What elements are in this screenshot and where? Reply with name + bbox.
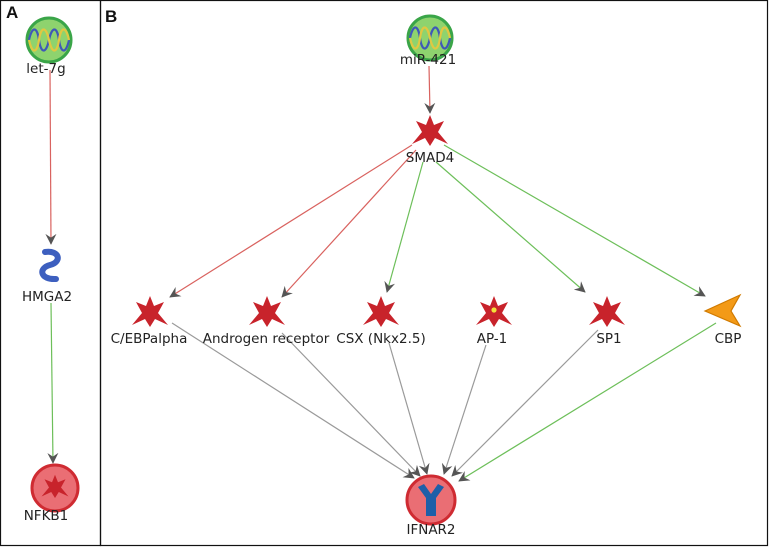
panel-b-label: B [105, 7, 117, 26]
node-nfkb1[interactable]: NFKB1 [24, 463, 80, 524]
edge-smad4-sp1 [435, 161, 586, 293]
node-label: IFNAR2 [406, 522, 455, 538]
panel-b-frame [99, 0, 769, 547]
node-label: let-7g [26, 61, 65, 77]
node-label: HMGA2 [22, 289, 72, 305]
node-let7g[interactable]: let-7g [25, 16, 73, 77]
node-label: C/EBPalpha [111, 331, 188, 347]
node-smad4[interactable]: SMAD4 [406, 115, 454, 166]
transcription-factor-icon [132, 296, 168, 327]
node-label: AP-1 [477, 331, 508, 347]
node-ap1[interactable]: AP-1 [476, 296, 512, 347]
node-cbp[interactable]: CBP [703, 293, 742, 347]
edge-let7g-hmga2 [45, 69, 57, 245]
node-mir421[interactable]: miR-421 [400, 14, 456, 68]
mirna-icon [406, 14, 454, 62]
node-label: Androgen receptor [203, 331, 330, 347]
node-label: miR-421 [400, 52, 456, 68]
edge-ar-ifnar2 [281, 332, 421, 477]
edge-smad4-cebp [169, 144, 413, 298]
edge-ap1-ifnar2 [441, 344, 487, 475]
node-label: CSX (Nkx2.5) [336, 331, 425, 347]
node-label: SP1 [596, 331, 621, 347]
node-cebpalpha[interactable]: C/EBPalpha [111, 296, 188, 347]
edge-cbp-ifnar2 [458, 322, 717, 482]
node-label: NFKB1 [24, 508, 69, 524]
edge-sp1-ifnar2 [451, 329, 599, 477]
panel-a-label: A [6, 3, 18, 22]
receptor-target-icon [405, 474, 457, 526]
node-ifnar2[interactable]: IFNAR2 [405, 474, 457, 538]
edge-mir421-smad4 [424, 65, 436, 114]
edge-smad4-cbp [443, 144, 706, 297]
transcription-factor-icon [249, 296, 285, 327]
node-label: CBP [715, 331, 742, 347]
node-csx[interactable]: CSX (Nkx2.5) [336, 296, 426, 347]
edge-cebp-ifnar2 [171, 322, 415, 479]
transcription-factor-icon [363, 296, 399, 327]
transcription-factor-icon [589, 296, 625, 327]
node-androgen-receptor[interactable]: Androgen receptor [203, 296, 330, 347]
edge-smad4-ar [281, 149, 417, 298]
edge-hmga2-nfkb1 [47, 302, 59, 464]
transcription-factor-icon [412, 115, 448, 146]
dna-binding-icon [39, 248, 61, 283]
edge-layer [45, 65, 717, 482]
phosphorylation-dot-icon [491, 307, 497, 313]
node-label: SMAD4 [406, 150, 454, 166]
node-hmga2[interactable]: HMGA2 [22, 248, 72, 305]
edge-csx-ifnar2 [388, 342, 430, 475]
mirna-icon [25, 16, 73, 64]
coactivator-icon [703, 293, 742, 328]
edge-smad4-csx [384, 161, 424, 293]
node-sp1[interactable]: SP1 [589, 296, 625, 347]
transcription-factor-target-icon [30, 463, 80, 513]
